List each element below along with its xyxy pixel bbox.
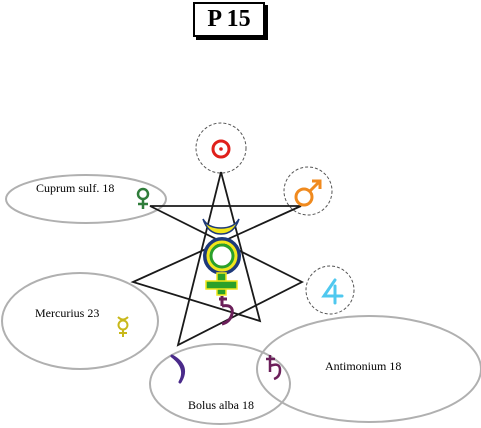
bolus-ellipse — [149, 343, 291, 425]
bolus-label: Bolus alba 18 — [188, 398, 254, 412]
antimonium-ellipse — [256, 315, 481, 423]
jupiter-icon — [321, 278, 344, 305]
mars-icon — [294, 179, 322, 207]
mercurius-ellipse — [1, 272, 159, 370]
star-line — [130, 171, 304, 347]
mars-circle — [283, 166, 333, 216]
mercury-icon — [117, 316, 129, 337]
mercurius-label: Mercurius 23 — [35, 306, 99, 320]
page-title: P 15 — [193, 2, 265, 37]
central-symbol-icon — [202, 218, 241, 326]
cuprum-ellipse — [5, 174, 167, 224]
antimonium-label: Antimonium 18 — [325, 359, 401, 373]
jupiter-circle — [305, 265, 355, 315]
seven-pointed-star — [130, 171, 304, 347]
sun-icon — [211, 139, 231, 159]
moon-icon — [170, 354, 186, 384]
sun-circle — [195, 122, 247, 174]
cuprum-label: Cuprum sulf. 18 — [36, 181, 114, 195]
saturn-icon — [266, 355, 282, 381]
venus-icon — [136, 187, 150, 209]
